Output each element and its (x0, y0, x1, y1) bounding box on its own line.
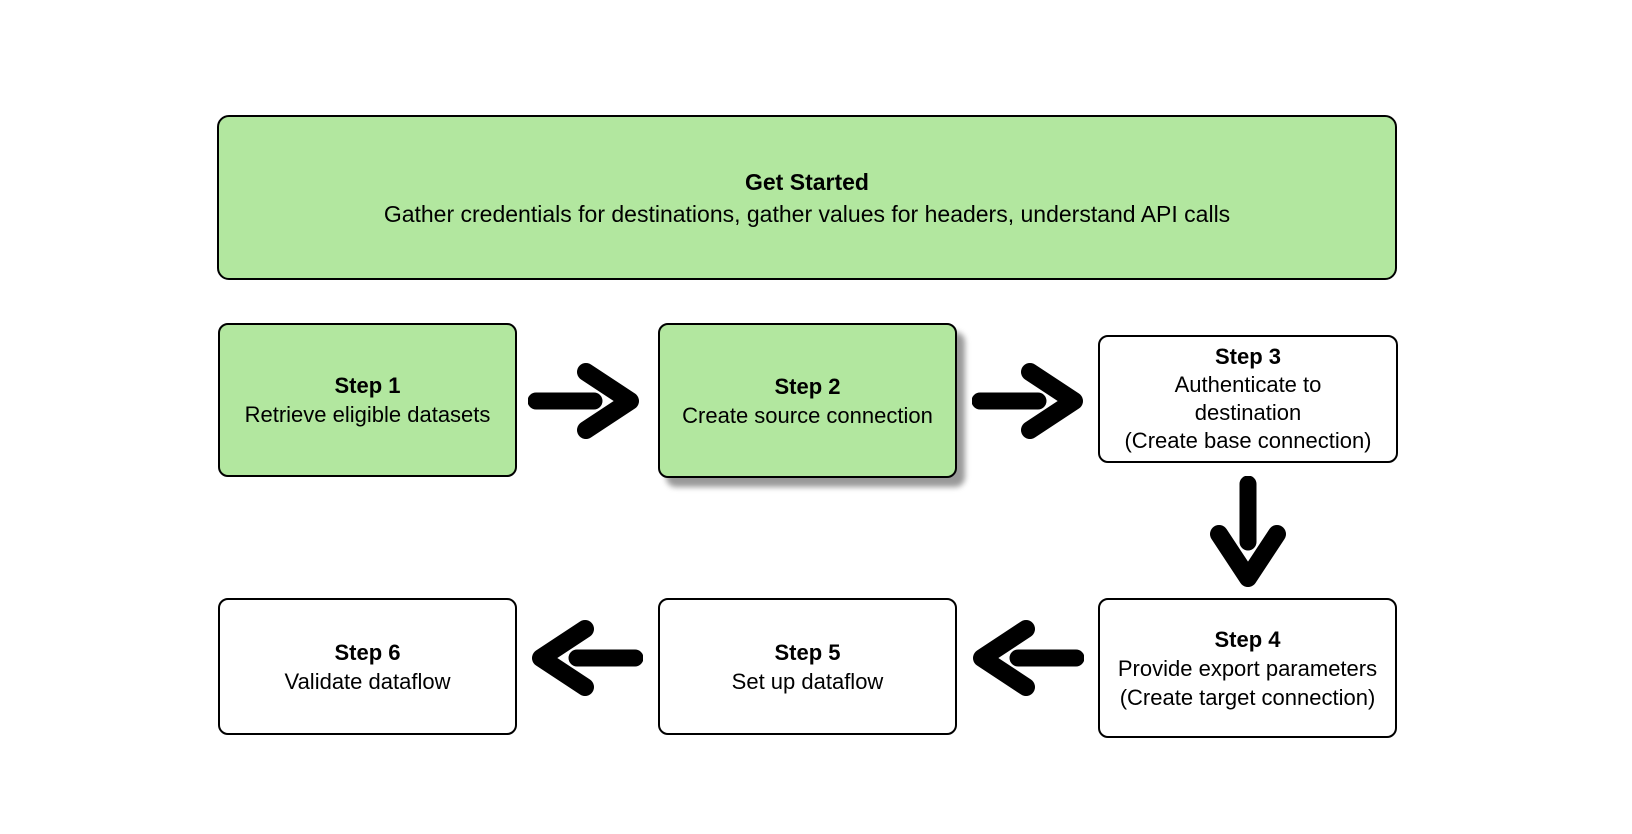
step-2-box: Step 2 Create source connection (658, 323, 957, 478)
step-3-description: (Create base connection) (1124, 428, 1372, 453)
step-4-description: Provide export parameters (1117, 655, 1378, 681)
get-started-title: Get Started (745, 168, 869, 195)
get-started-box: Get Started Gather credentials for desti… (217, 115, 1397, 280)
get-started-description: Gather credentials for destinations, gat… (383, 200, 1231, 227)
step-1-title: Step 1 (334, 373, 401, 398)
step-4-description: (Create target connection) (1119, 684, 1376, 710)
arrow-left-icon (973, 620, 1084, 696)
step-6-box: Step 6 Validate dataflow (218, 598, 517, 735)
step-4-box: Step 4 Provide export parameters (Create… (1098, 598, 1397, 738)
step-3-description: destination (1194, 400, 1302, 425)
step-6-title: Step 6 (334, 639, 401, 665)
step-2-title: Step 2 (774, 373, 841, 399)
arrow-right-icon (528, 363, 639, 439)
step-5-description: Set up dataflow (731, 668, 884, 694)
arrow-right-icon (972, 363, 1083, 439)
step-3-description: Authenticate to (1174, 372, 1322, 397)
arrow-down-icon (1210, 476, 1286, 587)
step-4-title: Step 4 (1214, 626, 1281, 652)
step-3-box: Step 3 Authenticate to destination (Crea… (1098, 335, 1398, 463)
step-5-box: Step 5 Set up dataflow (658, 598, 957, 735)
step-3-title: Step 3 (1214, 344, 1282, 369)
step-5-title: Step 5 (774, 639, 841, 665)
step-2-description: Create source connection (682, 402, 933, 428)
step-1-description: Retrieve eligible datasets (244, 402, 491, 427)
step-1-box: Step 1 Retrieve eligible datasets (218, 323, 517, 477)
arrow-left-icon (532, 620, 643, 696)
step-6-description: Validate dataflow (284, 668, 451, 694)
